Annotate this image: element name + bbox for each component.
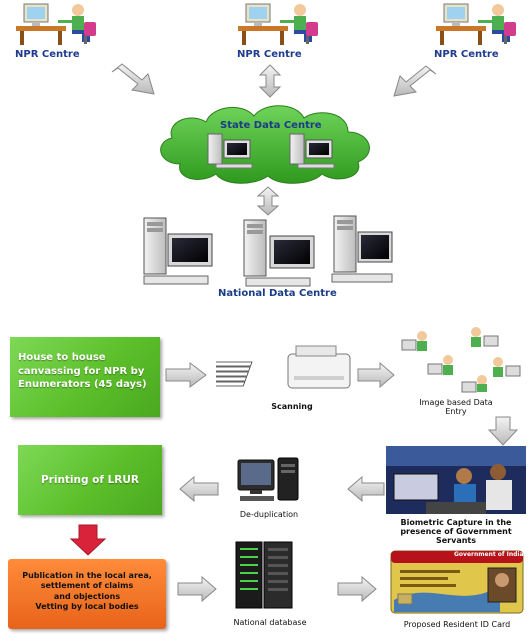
printing-box: Printing of LRUR — [18, 445, 162, 515]
id-card-header: Government of India — [454, 551, 524, 558]
arrow-double-vertical — [256, 186, 280, 216]
national-data-centre-label: National Data Centre — [218, 288, 337, 299]
server-icon — [289, 133, 335, 169]
biometric-step: Biometric Capture in the presence of Gov… — [386, 446, 526, 546]
arrow-left — [347, 476, 385, 502]
operator-workstation-icon — [16, 3, 96, 45]
printing-text: Printing of LRUR — [40, 474, 140, 486]
arrow-left — [179, 476, 219, 502]
cloud-icon — [160, 105, 370, 184]
npr-centre-label: NPR Centre — [15, 49, 80, 60]
arrow-right — [177, 576, 217, 602]
arrow-right — [357, 362, 395, 388]
npr-centre-2: NPR Centre — [236, 0, 326, 62]
arrow-diagonal-down-right — [111, 63, 155, 95]
desktop-computer-icon — [237, 457, 299, 501]
deduplication-step: De-duplication — [226, 452, 312, 524]
npr-centre-label: NPR Centre — [434, 49, 499, 60]
publication-box: Publication in the local area, settlemen… — [8, 559, 166, 629]
operator-workstation-icon — [436, 3, 516, 45]
data-entry-step: Image based Data Entry — [398, 322, 526, 422]
national-data-centre: National Data Centre — [136, 214, 396, 304]
arrow-diagonal-down-left — [393, 65, 437, 97]
national-database-step: National database — [226, 538, 314, 634]
state-data-centre: State Data Centre — [150, 100, 380, 186]
publication-text: Publication in the local area, settlemen… — [22, 571, 152, 612]
scanner-icon — [216, 345, 351, 389]
data-entry-label: Image based Data Entry — [419, 398, 493, 417]
id-card-label: Proposed Resident ID Card — [403, 620, 511, 629]
npr-centre-label: NPR Centre — [237, 49, 302, 60]
arrow-down-red — [70, 524, 106, 556]
deduplication-label: De-duplication — [239, 510, 299, 519]
state-data-centre-label: State Data Centre — [220, 120, 322, 131]
scanning-label: Scanning — [271, 402, 313, 411]
scanning-step: Scanning — [216, 340, 358, 416]
biometric-photo — [386, 446, 526, 514]
national-database-label: National database — [233, 618, 307, 627]
arrow-double-vertical — [258, 64, 282, 98]
arrow-right — [165, 362, 207, 388]
operator-workstation-icon — [238, 3, 318, 45]
computers-icon — [143, 215, 393, 287]
server-icon — [207, 133, 253, 169]
id-card-step: Government of India Proposed Resident ID… — [390, 550, 524, 634]
canvassing-box: House to house canvassing for NPR by Enu… — [10, 337, 160, 417]
id-card-icon — [390, 550, 524, 614]
canvassing-text: House to house canvassing for NPR by Enu… — [18, 352, 147, 390]
arrow-down — [488, 416, 518, 446]
biometric-label: Biometric Capture in the presence of Gov… — [400, 518, 512, 546]
npr-centre-3: NPR Centre — [434, 0, 524, 62]
operators-icon — [401, 327, 521, 393]
server-rack-icon — [235, 541, 293, 609]
npr-centre-1: NPR Centre — [14, 0, 104, 62]
arrow-right — [337, 576, 377, 602]
